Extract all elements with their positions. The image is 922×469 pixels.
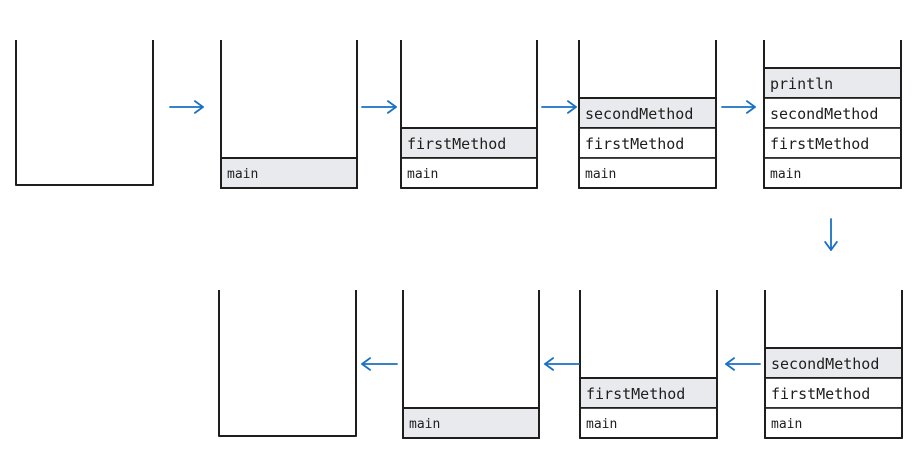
stack-4: secondMethod firstMethod main <box>578 40 717 189</box>
stack-frame: main <box>763 157 902 189</box>
stack-frame-label: firstMethod <box>585 135 684 153</box>
stack-frame: main <box>400 157 538 189</box>
stack-frame: firstMethod <box>764 377 903 409</box>
stack-7: firstMethod main <box>579 290 718 439</box>
stack-frame: firstMethod <box>579 377 718 409</box>
stack-frame-label: main <box>407 167 438 182</box>
arrow-head <box>194 100 204 114</box>
arrow-5-to-6 <box>824 218 838 251</box>
arrow-6-to-7 <box>725 357 761 371</box>
stack-frame-label: main <box>770 167 801 182</box>
stack-5: println secondMethod firstMethod main <box>763 40 902 189</box>
arrow-head <box>387 100 397 114</box>
stack-frame-label: firstMethod <box>586 385 685 403</box>
arrow-head <box>824 241 838 251</box>
stack-container-outline <box>764 290 903 439</box>
stack-frame-label: firstMethod <box>407 135 506 153</box>
arrow-2-to-3 <box>361 100 397 114</box>
stack-frame-label: main <box>585 167 616 182</box>
stack-container-outline <box>578 40 717 189</box>
arrow-8-to-9 <box>361 357 398 371</box>
stack-frame-label: main <box>409 417 440 432</box>
arrow-7-to-8 <box>544 357 580 371</box>
stack-9 <box>218 290 357 437</box>
stack-3: firstMethod main <box>400 40 538 189</box>
stack-frame-label: secondMethod <box>585 105 693 123</box>
stack-container-outline <box>579 290 718 439</box>
stack-frame: main <box>579 407 718 439</box>
stack-frame: firstMethod <box>578 127 717 159</box>
stack-container-outline <box>218 290 357 437</box>
stack-container-outline <box>400 40 538 189</box>
stack-frame-label: println <box>770 75 833 93</box>
arrow-head <box>725 357 735 371</box>
stack-frame-label: firstMethod <box>770 135 869 153</box>
stack-container-outline <box>763 40 902 189</box>
stack-frame: firstMethod <box>763 127 902 159</box>
stack-frame-label: main <box>586 417 617 432</box>
stack-frame: main <box>402 407 540 439</box>
stack-frame: main <box>578 157 717 189</box>
stack-2: main <box>220 40 358 189</box>
stack-6: secondMethod firstMethod main <box>764 290 903 439</box>
stack-frame-label: main <box>227 167 258 182</box>
stack-frame-box <box>578 157 717 189</box>
stack-frame: main <box>764 407 903 439</box>
arrow-4-to-5 <box>721 100 756 114</box>
stack-frame-label: secondMethod <box>770 105 878 123</box>
stack-frame: println <box>763 67 902 99</box>
stack-frame: firstMethod <box>400 127 538 159</box>
arrow-head <box>567 100 577 114</box>
stack-frame-label: main <box>771 417 802 432</box>
arrow-head <box>544 357 554 371</box>
stack-frame: secondMethod <box>763 97 902 129</box>
stack-8: main <box>402 290 540 439</box>
stack-container-outline <box>220 40 358 189</box>
stack-frame: secondMethod <box>764 347 903 379</box>
stack-frame-box <box>764 377 903 409</box>
arrow-3-to-4 <box>541 100 577 114</box>
stack-frame-label: firstMethod <box>771 385 870 403</box>
stack-container-outline <box>15 40 154 186</box>
stack-container-outline <box>402 290 540 439</box>
arrow-head <box>361 357 371 371</box>
stack-frame: main <box>220 157 358 189</box>
stack-frame-label: secondMethod <box>771 355 879 373</box>
arrow-1-to-2 <box>169 100 204 114</box>
stack-frame: secondMethod <box>578 97 717 129</box>
stack-1 <box>15 40 154 186</box>
arrow-head <box>746 100 756 114</box>
